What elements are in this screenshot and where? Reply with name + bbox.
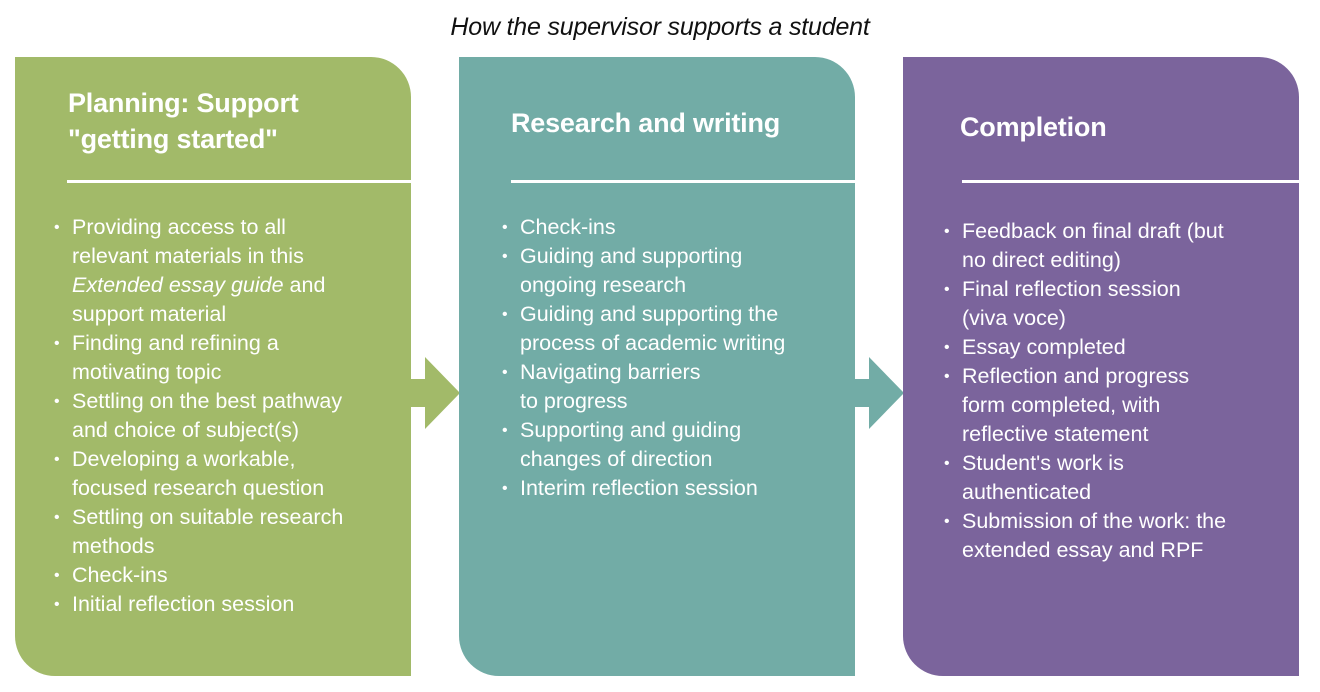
bullet-icon: • bbox=[502, 248, 508, 265]
list-item: • Interim reflection session bbox=[501, 474, 831, 503]
heading-line: Research and writing bbox=[511, 108, 781, 138]
item-text-line: and choice of subject(s) bbox=[72, 418, 300, 442]
stage-items-planning: • Providing access to all relevant materia… bbox=[53, 213, 383, 619]
bullet-icon: • bbox=[944, 368, 950, 385]
bullet-icon: • bbox=[502, 364, 508, 381]
item-text-line: Interim reflection session bbox=[520, 476, 758, 500]
list-item: • Settling on suitable research methods bbox=[53, 503, 383, 561]
list-item: • Submission of the work: the extended ess… bbox=[943, 507, 1283, 565]
item-text-line: process of academic writing bbox=[520, 331, 786, 355]
item-text-line: Feedback on final draft (but bbox=[962, 219, 1224, 243]
list-item: • Essay completed bbox=[943, 333, 1283, 362]
list-item: • Developing a workable, focused research … bbox=[53, 445, 383, 503]
heading-line: "getting started" bbox=[68, 124, 278, 154]
heading-line: Completion bbox=[960, 112, 1107, 142]
arrow-shape-research-to-completion bbox=[854, 357, 904, 429]
stage-items-research: • Check-ins • Guiding and supporting ongoing… bbox=[501, 213, 831, 503]
stage-items-completion: • Feedback on final draft (but no direct e… bbox=[943, 217, 1283, 565]
stage-box-completion: Completion • Feedback on final draft (but… bbox=[903, 57, 1299, 676]
item-text-line: Check-ins bbox=[72, 563, 168, 587]
item-text-line: Providing access to all bbox=[72, 215, 286, 239]
stage-heading-planning: Planning: Support "getting started" bbox=[68, 85, 368, 157]
list-item: • Final reflection session (viva voce) bbox=[943, 275, 1283, 333]
item-text-line: focused research question bbox=[72, 476, 325, 500]
bullet-icon: • bbox=[502, 306, 508, 323]
item-text-line: Reflection and progress bbox=[962, 364, 1190, 388]
item-text-line: (viva voce) bbox=[962, 306, 1066, 330]
item-text-line: form completed, with bbox=[962, 393, 1161, 417]
bullet-icon: • bbox=[944, 339, 950, 356]
diagram-title: How the supervisor supports a student bbox=[450, 13, 870, 41]
list-item: • Guiding and supporting the process of ac… bbox=[501, 300, 831, 358]
bullet-icon: • bbox=[944, 281, 950, 298]
item-text-line: Extended essay guide and bbox=[72, 273, 326, 297]
bullet-icon: • bbox=[502, 480, 508, 497]
item-text-line: to progress bbox=[520, 389, 628, 413]
list-item: • Navigating barriers to progress bbox=[501, 358, 831, 416]
list-item: • Finding and refining a motivating topic bbox=[53, 329, 383, 387]
list-item: • Providing access to all relevant materia… bbox=[53, 213, 383, 329]
bullet-icon: • bbox=[54, 393, 60, 410]
item-text-line: methods bbox=[72, 534, 155, 558]
bullet-icon: • bbox=[502, 422, 508, 439]
bullet-icon: • bbox=[54, 451, 60, 468]
stage-heading-completion: Completion bbox=[960, 109, 1107, 145]
bullet-icon: • bbox=[944, 455, 950, 472]
arrow-right-icon bbox=[410, 357, 460, 429]
item-text-line: Finding and refining a bbox=[72, 331, 279, 355]
list-item: • Supporting and guiding changes of direct… bbox=[501, 416, 831, 474]
item-text-line: support material bbox=[72, 302, 227, 326]
bullet-icon: • bbox=[54, 219, 60, 236]
item-text-line: authenticated bbox=[962, 480, 1092, 504]
bullet-icon: • bbox=[502, 219, 508, 236]
item-text-line: motivating topic bbox=[72, 360, 222, 384]
heading-line: Planning: Support bbox=[68, 88, 299, 118]
item-text-line: ongoing research bbox=[520, 273, 687, 297]
list-item: • Settling on the best pathway and choice … bbox=[53, 387, 383, 445]
item-text-line: relevant materials in this bbox=[72, 244, 304, 268]
arrow-right-icon bbox=[854, 357, 904, 429]
list-item: • Check-ins bbox=[501, 213, 831, 242]
heading-divider bbox=[511, 180, 855, 183]
stage-box-research: Research and writing • Check-ins • Guiding … bbox=[459, 57, 855, 676]
item-text-line: Student's work is bbox=[962, 451, 1124, 475]
italic-guide-title: Extended essay guide bbox=[72, 273, 284, 297]
arrow-shape-planning-to-research bbox=[410, 357, 460, 429]
list-item: • Feedback on final draft (but no direct e… bbox=[943, 217, 1283, 275]
bullet-icon: • bbox=[944, 223, 950, 240]
heading-divider bbox=[962, 180, 1299, 183]
item-text-line: Guiding and supporting the bbox=[520, 302, 779, 326]
list-item: • Student's work is authenticated bbox=[943, 449, 1283, 507]
heading-divider bbox=[67, 180, 411, 183]
item-text-line: extended essay and RPF bbox=[962, 538, 1204, 562]
item-text-line: Navigating barriers bbox=[520, 360, 701, 384]
list-item: • Guiding and supporting ongoing research bbox=[501, 242, 831, 300]
item-text-line: Developing a workable, bbox=[72, 447, 296, 471]
bullet-icon: • bbox=[54, 335, 60, 352]
item-text-line: reflective statement bbox=[962, 422, 1149, 446]
bullet-icon: • bbox=[54, 567, 60, 584]
item-text-line: Submission of the work: the bbox=[962, 509, 1227, 533]
stage-box-planning: Planning: Support "getting started" • Pro… bbox=[15, 57, 411, 676]
item-text-line: Guiding and supporting bbox=[520, 244, 743, 268]
item-text-line: Check-ins bbox=[520, 215, 616, 239]
list-item: • Check-ins bbox=[53, 561, 383, 590]
list-item: • Initial reflection session bbox=[53, 590, 383, 619]
item-text-line: Settling on suitable research bbox=[72, 505, 344, 529]
item-text-line: Essay completed bbox=[962, 335, 1126, 359]
item-text-line: Supporting and guiding bbox=[520, 418, 742, 442]
item-text-line: Final reflection session bbox=[962, 277, 1181, 301]
item-text-line: no direct editing) bbox=[962, 248, 1121, 272]
item-text-line: Settling on the best pathway bbox=[72, 389, 343, 413]
list-item: • Reflection and progress form completed, … bbox=[943, 362, 1283, 449]
bullet-icon: • bbox=[54, 596, 60, 613]
stage-heading-research: Research and writing bbox=[511, 105, 780, 141]
item-text-line: changes of direction bbox=[520, 447, 713, 471]
item-text-line: Initial reflection session bbox=[72, 592, 295, 616]
bullet-icon: • bbox=[54, 509, 60, 526]
bullet-icon: • bbox=[944, 513, 950, 530]
